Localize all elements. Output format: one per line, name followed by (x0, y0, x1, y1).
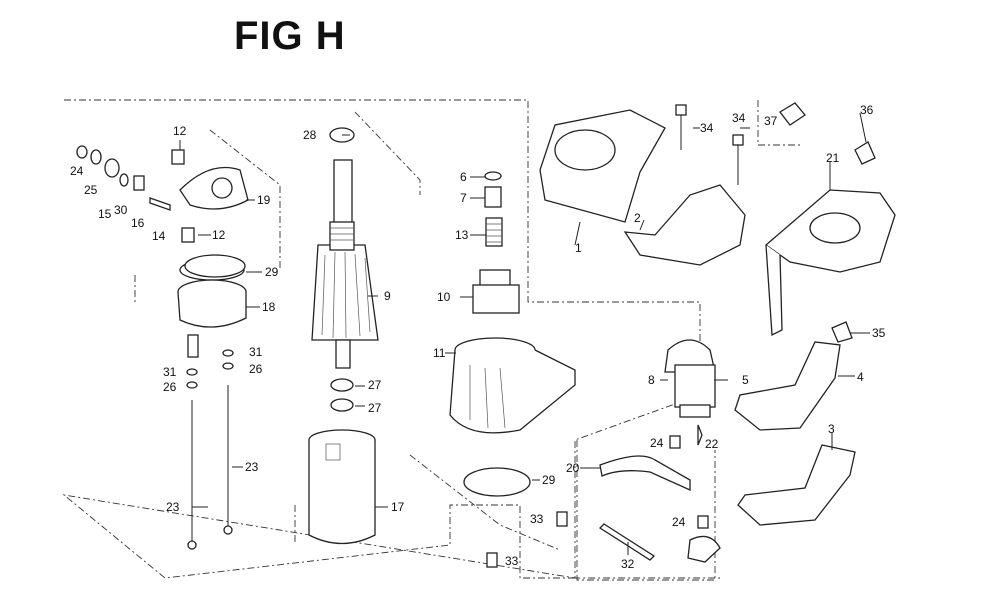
plate-21 (764, 189, 896, 337)
callout-33-top: 33 (530, 512, 544, 526)
callout-29-top: 29 (265, 265, 279, 279)
callout-12-top: 12 (173, 124, 187, 138)
callout-11: 11 (433, 346, 446, 360)
cable-20 (599, 455, 691, 492)
washer-27-b (330, 398, 354, 412)
pin-33-top (556, 511, 568, 527)
clip-35 (831, 321, 853, 343)
callout-26-right: 26 (249, 362, 263, 376)
callout-7: 7 (460, 191, 467, 205)
callout-35: 35 (872, 326, 886, 340)
callout-27-b: 27 (368, 401, 382, 415)
brush-holder-part (171, 149, 249, 243)
callout-20: 20 (566, 461, 580, 475)
callout-31-left: 31 (163, 365, 177, 379)
callout-24-lower: 24 (672, 515, 686, 529)
callout-18: 18 (262, 300, 276, 314)
callout-9: 9 (384, 289, 391, 303)
pinion-10 (472, 269, 520, 314)
through-bolt-right (223, 385, 233, 535)
bracket-3 (737, 444, 856, 526)
bolt-16 (133, 175, 145, 191)
callout-23-left: 23 (166, 500, 180, 514)
bracket-2 (623, 184, 746, 266)
washer-27-a (330, 378, 354, 392)
clip-37 (779, 102, 806, 126)
starter-assembly-outline (62, 99, 720, 579)
leader-lines (179, 112, 870, 555)
bracket-1 (539, 109, 666, 223)
callout-29-bottom: 29 (542, 473, 556, 487)
screw-14 (149, 197, 171, 211)
callout-30: 30 (114, 203, 128, 217)
callout-27-a: 27 (368, 378, 382, 392)
callout-15: 15 (98, 207, 112, 221)
callout-6: 6 (460, 170, 467, 184)
clip-36 (854, 141, 876, 165)
callout-1: 1 (575, 241, 582, 255)
callout-17: 17 (391, 500, 405, 514)
small-washers-31-26 (186, 349, 234, 389)
terminal-22 (697, 424, 703, 446)
cover-24-lower (687, 535, 721, 563)
callout-5: 5 (742, 373, 749, 387)
callout-24-left: 24 (70, 164, 84, 178)
callout-22: 22 (705, 437, 719, 451)
callout-32: 32 (621, 557, 635, 571)
armature-part (311, 159, 379, 369)
through-bolt-left (187, 334, 199, 550)
callout-33-bottom: 33 (505, 554, 519, 568)
bolt-34-b (732, 134, 744, 185)
callout-34-b: 34 (732, 111, 746, 125)
callout-12-bottom: 12 (212, 228, 226, 242)
spring-13 (485, 217, 503, 247)
figure-title: FIG H (234, 14, 346, 58)
stop-collar-7 (484, 186, 502, 208)
pin-33-bottom (486, 552, 498, 568)
callout-26-left: 26 (163, 380, 177, 394)
callout-36: 36 (860, 103, 874, 117)
callout-34-a: 34 (700, 121, 714, 135)
solenoid-part (664, 339, 716, 418)
front-cover-part (449, 337, 576, 434)
callout-14: 14 (152, 229, 166, 243)
callout-37: 37 (764, 114, 778, 128)
callout-4: 4 (857, 370, 864, 384)
callout-23-right: 23 (245, 460, 259, 474)
callout-24-mid: 24 (650, 436, 664, 450)
oring-29-bottom (463, 467, 531, 497)
bracket-group-outline (757, 100, 800, 146)
washer-30 (119, 173, 129, 187)
callout-2: 2 (634, 211, 641, 225)
callout-21: 21 (826, 151, 840, 165)
callout-3: 3 (828, 422, 835, 436)
callout-19: 19 (257, 193, 271, 207)
callout-10: 10 (437, 290, 451, 304)
grommet-lower (697, 515, 709, 529)
washer-15 (104, 158, 120, 178)
bolt-24-mid (669, 435, 681, 449)
nut-24 (76, 145, 88, 159)
clip-6 (484, 171, 502, 181)
callout-13: 13 (455, 228, 469, 242)
callout-16: 16 (131, 216, 145, 230)
oring-29-top (184, 254, 246, 278)
strip-32 (598, 523, 656, 561)
sub-outline-left (134, 129, 281, 305)
bolt-34-a (675, 104, 687, 150)
callout-25: 25 (84, 183, 98, 197)
callout-28-top: 28 (303, 128, 317, 142)
yoke-housing-part (308, 429, 376, 545)
callout-8: 8 (648, 373, 655, 387)
callout-31-right: 31 (249, 345, 263, 359)
sub-outline-mid (294, 111, 421, 545)
bracket-4 (734, 341, 841, 431)
brush-assembly-outline (576, 440, 716, 581)
washer-25 (90, 149, 102, 165)
